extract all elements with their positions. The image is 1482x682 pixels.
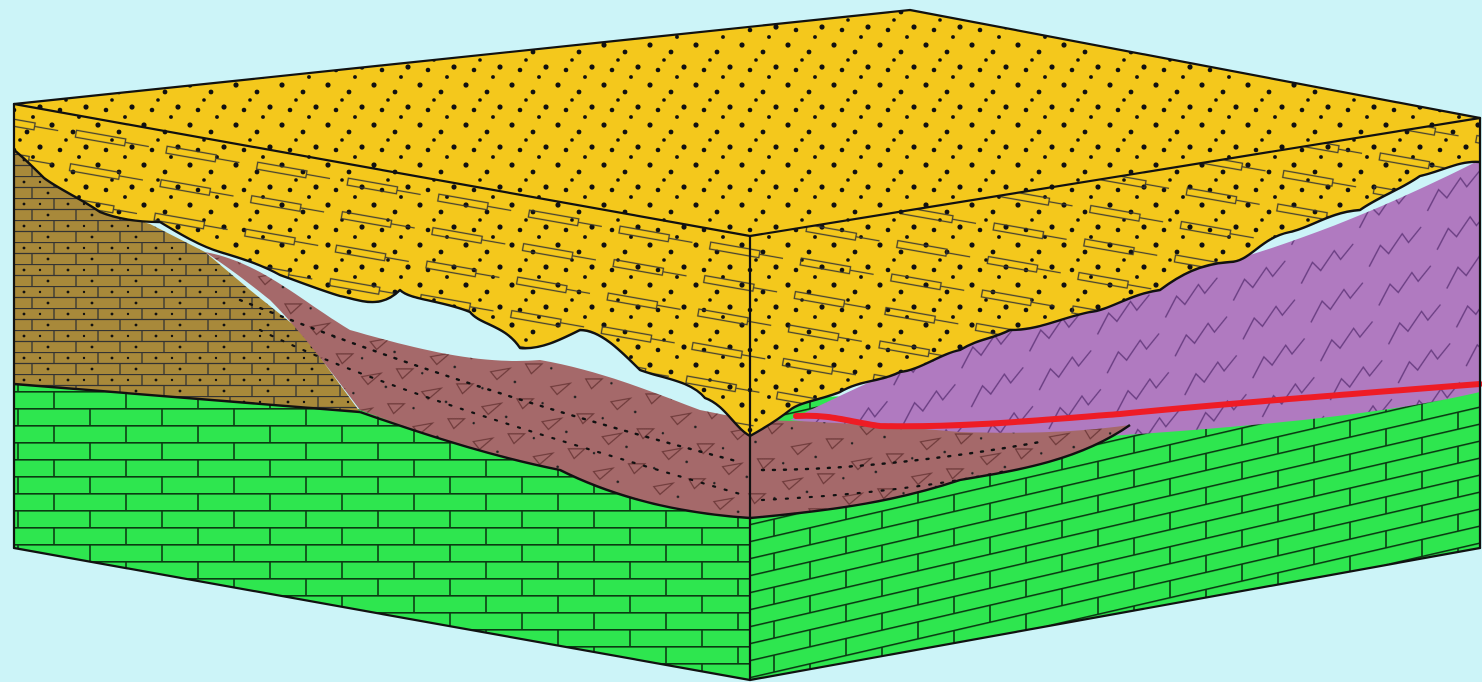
geologic-block-diagram: [0, 0, 1482, 682]
block-diagram-svg: [0, 0, 1482, 682]
